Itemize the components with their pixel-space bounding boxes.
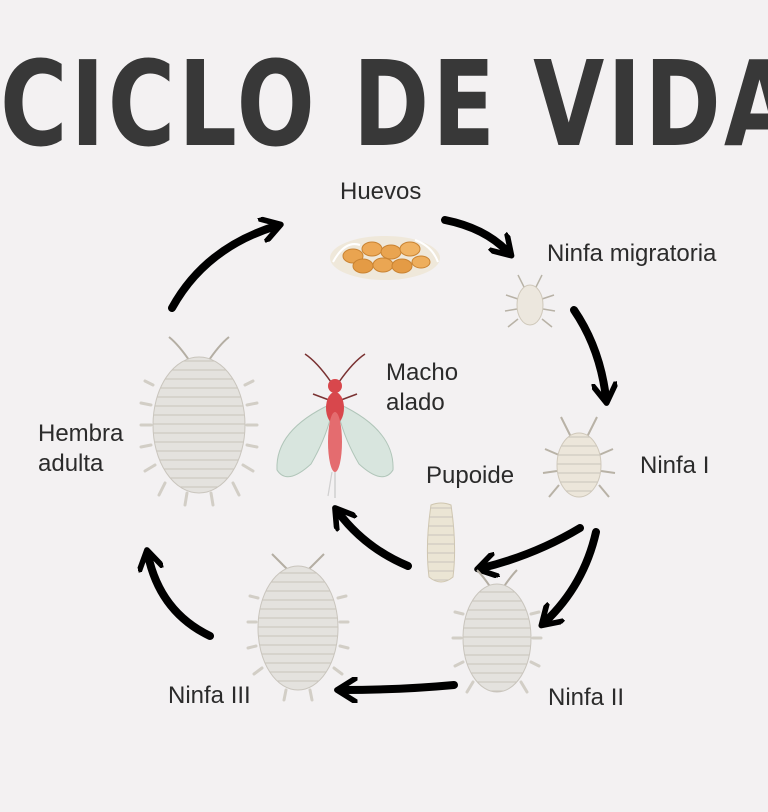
hembra-adulta-illustration (139, 336, 259, 507)
arrow-hembra-to-huevos (168, 226, 276, 312)
macho-alado-illustration (276, 353, 394, 498)
arrow-huevos-to-migratoria (441, 216, 508, 252)
ninfa-2-illustration (451, 569, 543, 694)
label-hembra-adulta-line1: Hembra (38, 420, 124, 447)
arrow-ninfa2-to-ninfa3 (342, 685, 458, 690)
arrow-migratoria-to-ninfa1 (570, 306, 606, 398)
pupoide-illustration (426, 502, 456, 583)
ninfa-1-illustration (542, 416, 616, 498)
ninfa-3-illustration (246, 553, 350, 702)
label-pupoide: Pupoide (426, 462, 515, 489)
label-ninfa-1: Ninfa I (640, 452, 710, 479)
arrow-ninfa3-to-hembra (148, 555, 214, 640)
eggs-illustration (330, 236, 440, 280)
label-ninfa-migratoria: Ninfa migratoria (547, 240, 717, 267)
page-title: CICLO DE VIDA (0, 36, 768, 174)
label-macho-alado-line2: alado (386, 389, 445, 416)
label-hembra-adulta-line2: adulta (38, 450, 104, 477)
arrow-pupoide-to-macho (338, 512, 412, 570)
arrow-ninfa1-to-ninfa2 (545, 528, 600, 622)
ninfa-migratoria-illustration (504, 274, 556, 328)
label-huevos: Huevos (340, 178, 422, 205)
arrow-ninfa1-to-pupoide (482, 524, 584, 568)
label-ninfa-2: Ninfa II (548, 684, 625, 711)
label-ninfa-3: Ninfa III (168, 682, 251, 709)
label-macho-alado-line1: Macho (386, 359, 459, 386)
